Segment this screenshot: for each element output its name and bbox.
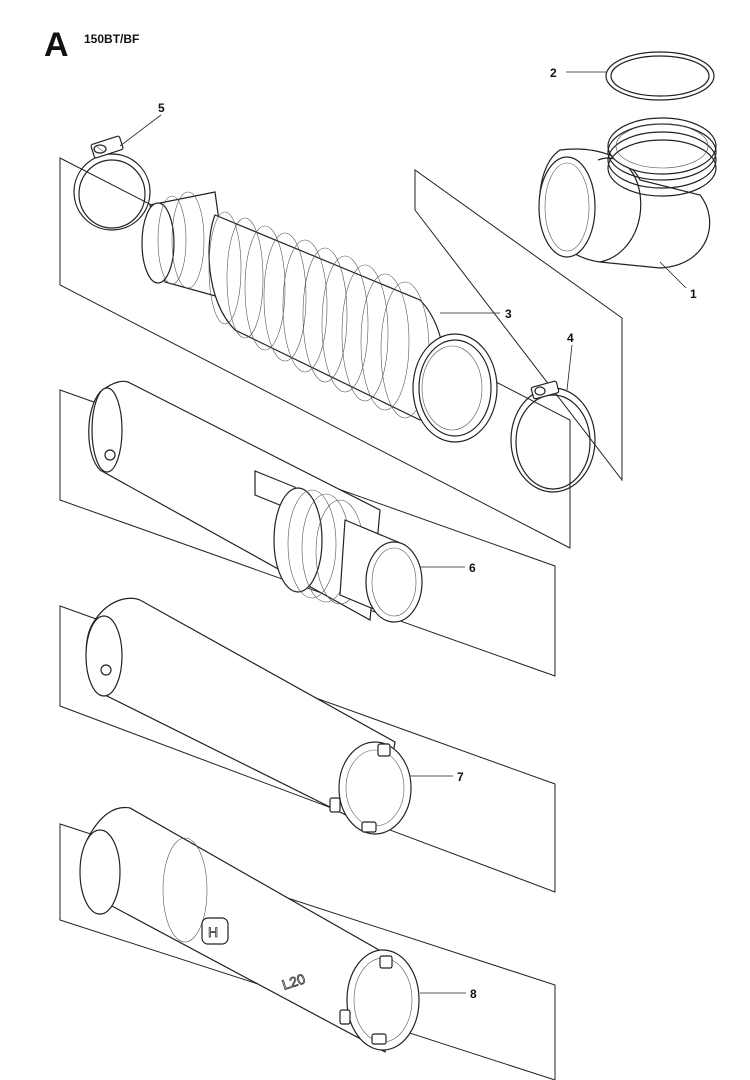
flex-hose-part: [141, 191, 498, 443]
logo-mark: [201, 917, 229, 945]
callout-3: 3: [505, 307, 512, 321]
blower-elbow-part: [538, 117, 717, 269]
callout-8: 8: [470, 987, 477, 1001]
leader-1: [659, 261, 687, 289]
tube-marking: L20: [280, 970, 307, 993]
callout-1: 1: [690, 287, 697, 301]
model-number: 150BT/BF: [84, 32, 140, 46]
plane-tube-6: [59, 389, 556, 677]
leader-5: [119, 114, 162, 147]
callout-7: 7: [457, 770, 464, 784]
blower-tube-6-part: [88, 380, 423, 623]
gasket-ring-part: [605, 51, 715, 101]
hose-clamp-right-part: [510, 380, 596, 493]
nozzle-8-part: H L20: [79, 806, 420, 1053]
plane-nozzle-8: [59, 823, 556, 1080]
callout-4: 4: [567, 331, 574, 345]
section-letter: A: [44, 26, 69, 64]
leader-4: [566, 344, 573, 391]
logo-letter: H: [208, 924, 218, 940]
blower-tube-7-part: [85, 597, 412, 835]
callout-5: 5: [158, 101, 165, 115]
plane-tube-7: [59, 605, 556, 893]
hose-clamp-left-part: [73, 135, 151, 231]
plane-elbow-assembly: [414, 169, 623, 482]
callout-2: 2: [550, 66, 557, 80]
callout-6: 6: [469, 561, 476, 575]
